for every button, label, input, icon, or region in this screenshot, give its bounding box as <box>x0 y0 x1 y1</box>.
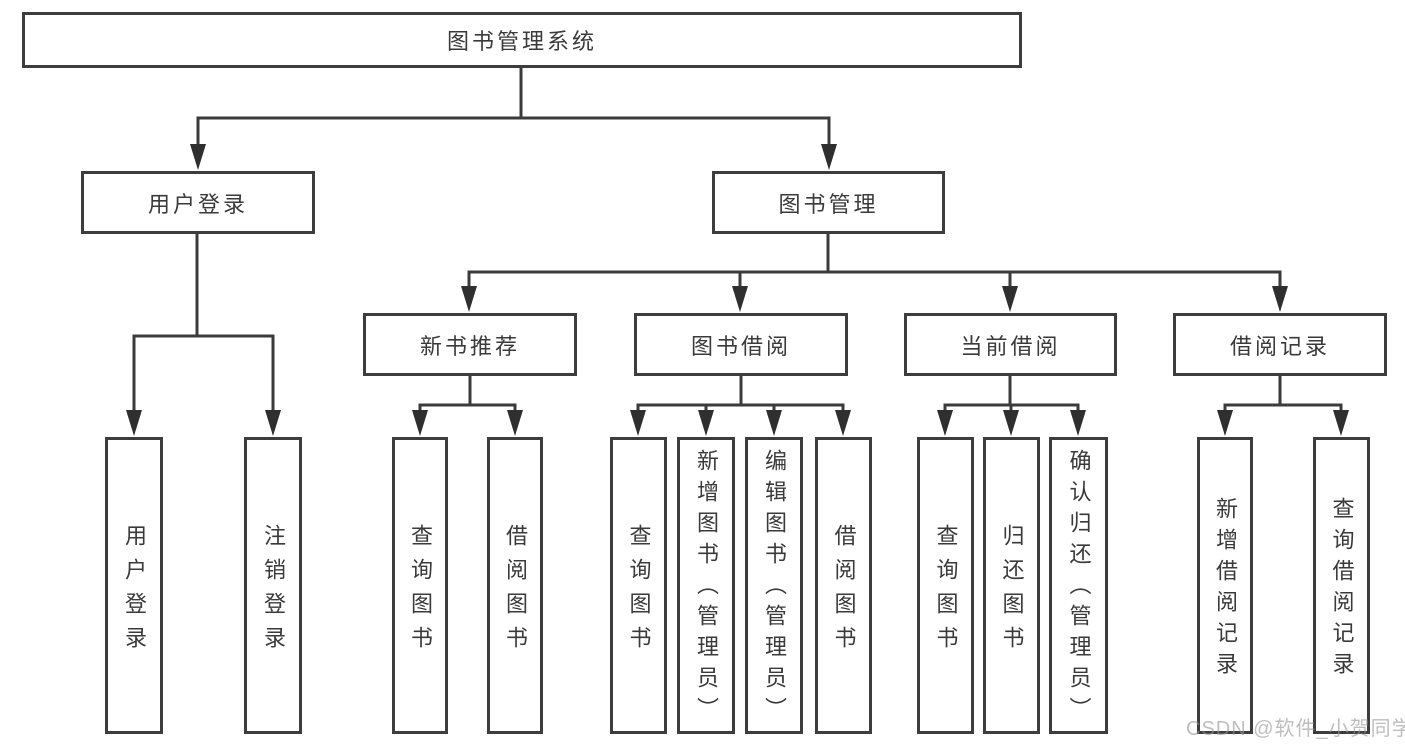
leaf-records-add-record: 新增借阅记录 <box>1197 437 1253 734</box>
node-borrowing-records: 借阅记录 <box>1173 313 1387 376</box>
node-book-borrowing: 图书借阅 <box>634 313 848 376</box>
watermark: CSDN @软件_小贺同学 <box>1186 718 1405 740</box>
arrow-icon <box>766 410 782 436</box>
node-book-management: 图书管理 <box>712 171 945 234</box>
arrow-icon <box>1003 410 1019 436</box>
connector-current-borrowing-to-leaves <box>943 376 1080 414</box>
arrow-icon <box>698 410 714 436</box>
connector-book-management-to-level3 <box>467 234 1282 290</box>
connector-book-borrowing-to-leaves <box>636 376 845 414</box>
connector-new-book-recommend-to-leaves <box>418 376 517 414</box>
arrow-icon <box>412 410 428 436</box>
leaf-borrowing-add-books-admin: 新增图书（管理员） <box>677 437 735 734</box>
leaf-user-login: 用户登录 <box>105 437 163 734</box>
leaf-borrowing-search-books: 查询图书 <box>610 437 667 734</box>
leaf-borrowing-edit-books-admin: 编辑图书（管理员） <box>745 437 803 734</box>
leaf-recommend-search-books: 查询图书 <box>392 437 448 734</box>
node-new-book-recommend: 新书推荐 <box>363 313 577 376</box>
connector-user-login-to-leaves <box>132 234 275 414</box>
arrow-icon <box>630 410 646 436</box>
connector-paths <box>132 68 1343 414</box>
arrow-icon <box>461 286 477 312</box>
leaf-current-return-books: 归还图书 <box>983 437 1040 734</box>
connector-borrowing-records-to-leaves <box>1223 376 1343 414</box>
leaf-current-search-books: 查询图书 <box>917 437 974 734</box>
node-user-login: 用户登录 <box>81 171 315 234</box>
node-root-library-system: 图书管理系统 <box>22 12 1022 68</box>
connector-root-to-level2 <box>196 68 831 148</box>
arrow-icon <box>265 410 281 436</box>
leaf-recommend-borrow-books: 借阅图书 <box>487 437 543 734</box>
arrow-icon <box>190 144 206 170</box>
arrow-icon <box>507 410 523 436</box>
node-current-borrowing: 当前借阅 <box>904 313 1117 376</box>
arrow-icon <box>126 410 142 436</box>
arrow-icon <box>937 410 953 436</box>
arrow-icon <box>821 144 837 170</box>
arrow-icon <box>1217 410 1233 436</box>
arrow-icon <box>1272 286 1288 312</box>
arrow-icon <box>835 410 851 436</box>
leaf-logout: 注销登录 <box>244 437 302 734</box>
arrow-icon <box>1333 410 1349 436</box>
arrow-icon <box>1002 286 1018 312</box>
leaf-borrowing-borrow-books: 借阅图书 <box>815 437 872 734</box>
arrow-icon <box>1070 410 1086 436</box>
leaf-records-search-record: 查询借阅记录 <box>1313 437 1370 734</box>
arrow-icon <box>732 286 748 312</box>
arrowheads <box>126 144 1349 436</box>
leaf-current-confirm-return-admin: 确认归还（管理员） <box>1049 437 1108 734</box>
